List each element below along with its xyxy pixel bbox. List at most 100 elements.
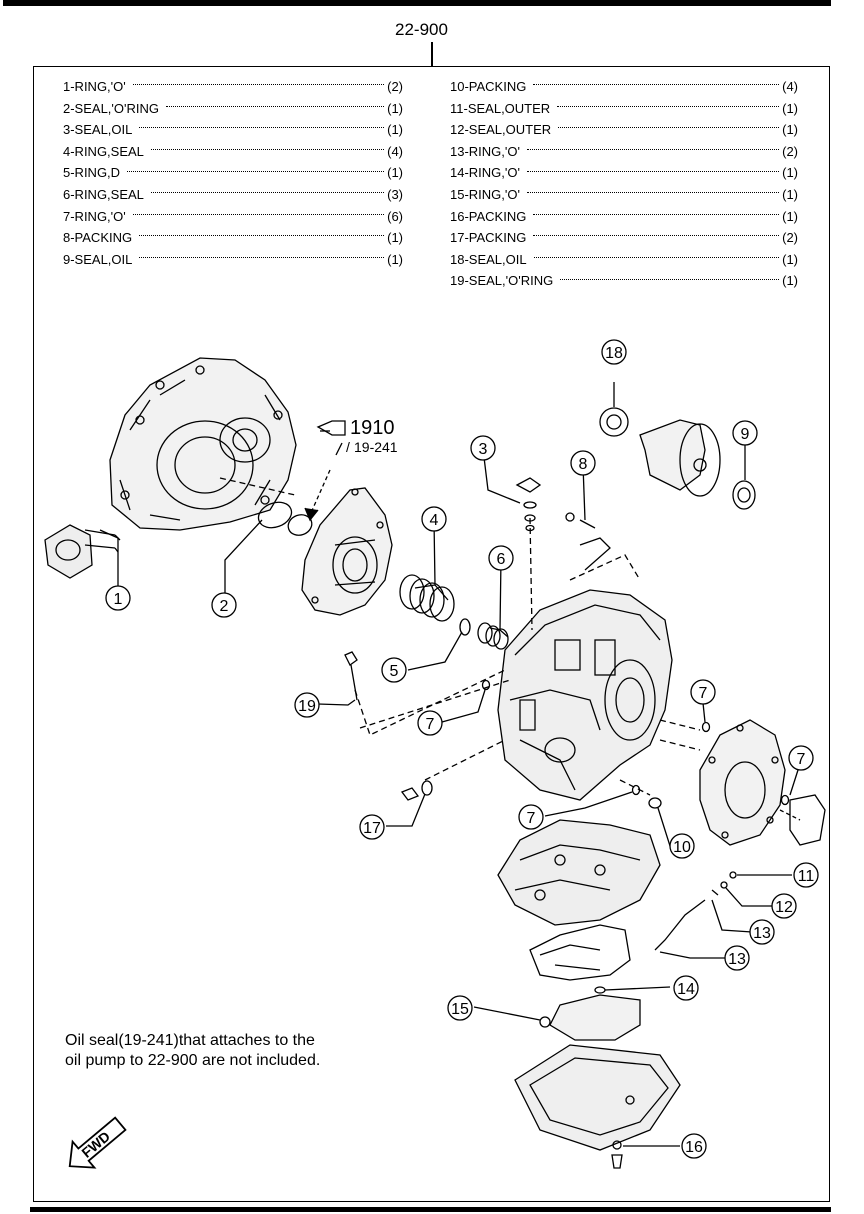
part-name: 13-RING,'O'	[450, 143, 520, 159]
callout-10: 10	[673, 839, 691, 856]
part-name: 5-RING,D	[63, 165, 121, 181]
drain-plug-16-drawing	[611, 1140, 623, 1169]
parts-list-row: 17-PACKING (2)	[450, 227, 798, 249]
part-quantity: (1)	[782, 273, 798, 289]
control-valve-body-drawing	[497, 819, 661, 926]
callout-4: 4	[430, 512, 439, 529]
oil-seal-3-drawing	[515, 477, 542, 532]
parts-list-row: 10-PACKING(4)	[450, 76, 798, 98]
parts-list-row: 8-PACKING (1)	[63, 227, 403, 249]
part-name: 17-PACKING	[450, 230, 527, 246]
part-name: 7-RING,'O'	[63, 208, 126, 224]
small-component-drawing	[44, 524, 121, 579]
part-name: 19-SEAL,'O'RING	[450, 273, 554, 289]
leader-dots	[127, 170, 385, 172]
part-quantity: (1)	[782, 208, 798, 224]
parts-list-row: 2-SEAL,'O'RING(1)	[63, 98, 403, 120]
seal-19-drawing	[344, 651, 358, 701]
leader-dots	[150, 149, 385, 151]
converter-housing-drawing	[109, 357, 297, 531]
part-quantity: (1)	[387, 100, 403, 116]
harness-bracket-drawing	[529, 924, 631, 981]
parts-list-row: 16-PACKING (1)	[450, 206, 798, 228]
part-quantity: (1)	[387, 251, 403, 267]
part-name: 16-PACKING	[450, 208, 527, 224]
packing-8-drawing	[565, 512, 611, 571]
leader-dots	[132, 84, 385, 86]
parts-list-row: 14-RING,'O'(1)	[450, 162, 798, 184]
parts-list-row: 1-RING,'O' (2)	[63, 76, 403, 98]
top-border-bar	[3, 0, 831, 6]
part-quantity: (1)	[387, 230, 403, 246]
reference-group: 1910	[350, 417, 395, 439]
callout-7b: 7	[699, 685, 708, 702]
part-quantity: (1)	[387, 165, 403, 181]
bottom-border-bar	[30, 1207, 831, 1212]
parts-list-row: 6-RING,SEAL (3)	[63, 184, 403, 206]
part-quantity: (1)	[782, 251, 798, 267]
leader-dots	[139, 257, 385, 259]
part-quantity: (4)	[782, 79, 798, 94]
part-name: 18-SEAL,OIL	[450, 251, 527, 267]
callout-16: 16	[685, 1139, 703, 1156]
part-name: 8-PACKING	[63, 230, 133, 246]
assembly-leader-line	[431, 42, 433, 67]
parts-list-right: 10-PACKING(4)11-SEAL,OUTER(1)12-SEAL,OUT…	[450, 76, 798, 292]
callout-2: 2	[220, 598, 229, 615]
parts-list-row: 11-SEAL,OUTER(1)	[450, 98, 798, 120]
callout-8: 8	[579, 456, 588, 473]
seal-rings-6-drawing	[477, 622, 509, 650]
part-quantity: (3)	[387, 186, 403, 202]
leader-dots	[533, 213, 780, 215]
part-name: 11-SEAL,OUTER	[450, 100, 551, 116]
part-name: 3-SEAL,OIL	[63, 122, 133, 138]
exclusion-note: Oil seal(19-241)that attaches to the oil…	[65, 1032, 321, 1069]
parts-list-row: 19-SEAL,'O'RING (1)	[450, 270, 798, 292]
part-quantity: (2)	[782, 143, 798, 159]
callout-18: 18	[605, 345, 623, 362]
packing-10-drawing	[648, 797, 662, 809]
part-name: 6-RING,SEAL	[63, 186, 144, 202]
callout-7c: 7	[797, 751, 806, 768]
leader-dots	[526, 170, 780, 172]
leader-dots	[560, 278, 780, 280]
leader-dots	[533, 235, 780, 237]
diff-part-drawing	[599, 407, 756, 510]
part-name: 15-RING,'O'	[450, 186, 520, 202]
callout-13a: 13	[753, 925, 771, 942]
callout-3: 3	[479, 441, 488, 458]
d-ring-5-drawing	[459, 618, 471, 636]
leader-dots	[526, 149, 780, 151]
callout-17: 17	[363, 820, 381, 837]
part-quantity: (1)	[782, 165, 798, 181]
parts-list-left: 1-RING,'O' (2) 2-SEAL,'O'RING(1) 3-SEAL,OIL…	[63, 76, 403, 270]
part-quantity: (2)	[387, 79, 403, 94]
oil-strainer-drawing	[539, 986, 641, 1041]
reference-slash: /	[346, 439, 350, 455]
parts-list-row: 9-SEAL,OIL (1)	[63, 249, 403, 271]
o-ring-2-drawing	[257, 501, 293, 529]
side-cover-drawing	[699, 719, 826, 846]
diagram-frame	[33, 66, 830, 1202]
callout-6: 6	[497, 551, 506, 568]
leader-dots	[526, 192, 780, 194]
transaxle-case-drawing	[497, 589, 673, 801]
part-quantity: (6)	[387, 208, 403, 224]
callout-7a: 7	[426, 716, 435, 733]
callout-1: 1	[114, 591, 123, 608]
parts-list-row: 18-SEAL,OIL (1)	[450, 249, 798, 271]
leader-dots	[132, 213, 385, 215]
sensor-harness-drawing	[654, 871, 737, 951]
part-name: 12-SEAL,OUTER	[450, 122, 552, 138]
callout-19: 19	[298, 698, 316, 715]
leader-dots	[139, 127, 385, 129]
part-quantity: (4)	[387, 143, 403, 159]
leader-dots	[166, 105, 385, 107]
part-name: 4-RING,SEAL	[63, 143, 144, 159]
parts-list-row: 13-RING,'O' (2)	[450, 141, 798, 163]
packing-17-drawing	[400, 780, 433, 801]
part-name: 1-RING,'O'	[63, 79, 126, 94]
part-quantity: (2)	[782, 230, 798, 246]
part-name: 9-SEAL,OIL	[63, 251, 133, 267]
